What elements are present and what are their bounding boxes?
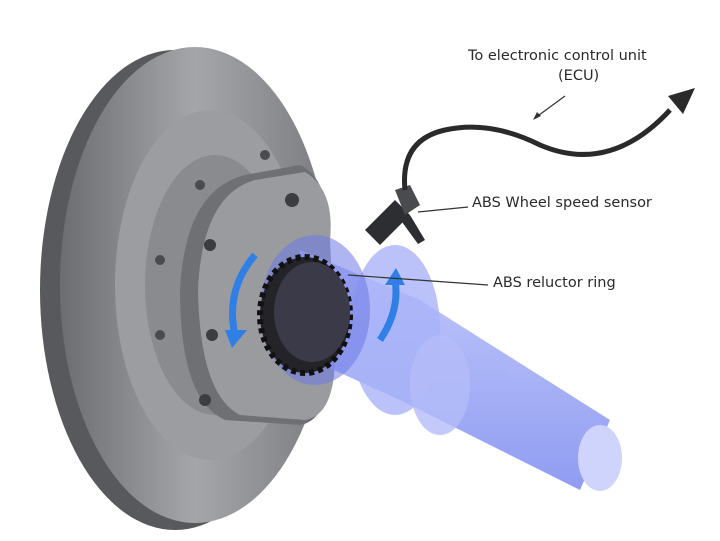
ecu-label-line1: To electronic control unit bbox=[468, 48, 647, 64]
sensor-label: ABS Wheel speed sensor bbox=[472, 195, 652, 211]
leader-lines bbox=[347, 95, 566, 286]
sensor-cable bbox=[402, 108, 672, 191]
reluctor-ring bbox=[257, 235, 370, 385]
wheel-speed-sensor bbox=[365, 185, 425, 245]
cable-arrow-icon bbox=[668, 88, 695, 114]
ecu-label-line2: (ECU) bbox=[558, 68, 600, 84]
reluctor-label: ABS reluctor ring bbox=[493, 275, 616, 291]
rotation-arrow-icon bbox=[229, 252, 400, 342]
